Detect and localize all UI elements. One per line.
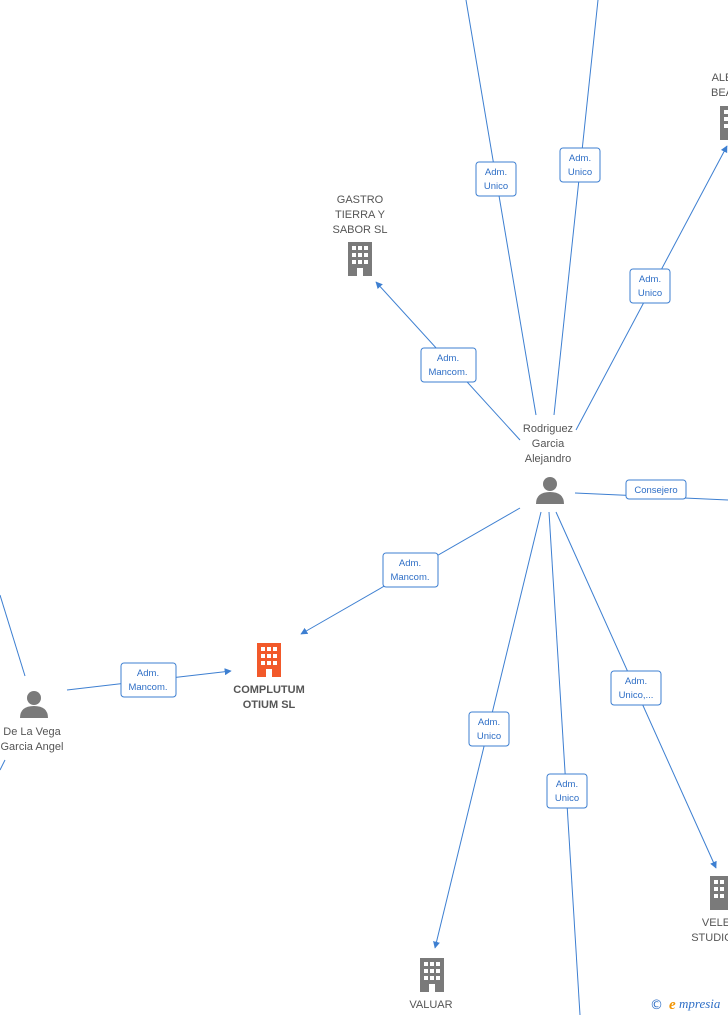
node-label: GASTRO [337, 194, 384, 206]
edge-line-e9 [548, 511, 581, 1015]
edge-label-text: Adm. [625, 676, 647, 687]
edge-label-text: Unico [477, 731, 501, 742]
edge-label-e5[interactable]: Consejero [625, 479, 687, 500]
person-icon [536, 477, 564, 504]
node-label: VALUAR [409, 999, 452, 1011]
building-icon [348, 242, 372, 276]
edge-label-text: Unico,... [619, 690, 654, 701]
node-label: SABOR SL [332, 224, 387, 236]
edge-label-e3[interactable]: Adm. Unico [629, 268, 671, 304]
edge-label-text: Mancom. [428, 367, 467, 378]
node-label: ALE [712, 72, 728, 84]
edge-label-text: Consejero [634, 485, 677, 496]
edge-label-text: Unico [638, 288, 662, 299]
edge-label-text: Mancom. [128, 682, 167, 693]
node-ale-bea[interactable]: ALE BEA [711, 72, 728, 140]
edge-label-e2[interactable]: Adm. Unico [559, 147, 601, 183]
edge-label-text: Adm. [556, 779, 578, 790]
edge-label-e8[interactable]: Adm. Unico [468, 711, 510, 747]
edge-label-text: Mancom. [390, 572, 429, 583]
building-icon [720, 106, 728, 140]
node-label: STUDIO [691, 932, 728, 944]
node-angel[interactable]: De La Vega Garcia Angel [1, 691, 64, 753]
edge-labels: Adm. Unico Adm. Unico Adm. Unico Adm. Ma… [120, 147, 687, 809]
edge-label-text: Adm. [437, 353, 459, 364]
edge-label-e6[interactable]: Adm. Mancom. [382, 552, 439, 588]
node-gastro[interactable]: GASTRO TIERRA Y SABOR SL [332, 194, 388, 276]
edge-label-e10[interactable]: Adm. Unico,... [610, 670, 662, 706]
node-label: Alejandro [525, 453, 571, 465]
brand-name: mpresia [679, 996, 721, 1011]
person-icon [20, 691, 48, 718]
edge-label-e7[interactable]: Adm. Mancom. [120, 662, 177, 698]
edge-label-text: Adm. [569, 153, 591, 164]
node-valuar[interactable]: VALUAR [409, 958, 453, 1011]
node-label: De La Vega [3, 726, 61, 738]
empresia-logo: © e mpresia [650, 996, 721, 1013]
node-label: BEA [711, 87, 728, 99]
edge-line-angel-up [0, 594, 26, 677]
node-label: Garcia [532, 438, 565, 450]
node-complutum[interactable]: COMPLUTUM OTIUM SL [233, 643, 305, 711]
edge-label-text: Adm. [639, 274, 661, 285]
node-label: COMPLUTUM [233, 684, 305, 696]
building-icon [420, 958, 444, 992]
edge-label-e1[interactable]: Adm. Unico [475, 161, 517, 197]
edge-label-text: Unico [484, 181, 508, 192]
edge-label-text: Adm. [478, 717, 500, 728]
edge-label-text: Unico [555, 793, 579, 804]
edge-label-text: Unico [568, 167, 592, 178]
edge-line-angel-down [0, 759, 6, 771]
edge-label-text: Adm. [137, 668, 159, 679]
edge-line-e2 [553, 0, 599, 416]
edge-label-text: Adm. [485, 167, 507, 178]
edge-label-e9[interactable]: Adm. Unico [546, 773, 588, 809]
brand-initial: e [669, 997, 676, 1013]
building-icon [257, 643, 281, 677]
node-label: VELE [702, 917, 728, 929]
building-icon [710, 876, 728, 910]
node-label: TIERRA Y [335, 209, 386, 221]
copyright-symbol: © [650, 998, 663, 1013]
node-alejandro[interactable]: Rodriguez Garcia Alejandro [523, 423, 573, 504]
node-label: Rodriguez [523, 423, 573, 435]
edge-label-text: Adm. [399, 558, 421, 569]
node-velez[interactable]: VELE STUDIO [691, 876, 728, 944]
edge-label-e4[interactable]: Adm. Mancom. [420, 347, 477, 383]
edge-line-e1 [465, 0, 537, 416]
node-label: Garcia Angel [1, 741, 64, 753]
node-label: OTIUM SL [243, 699, 296, 711]
